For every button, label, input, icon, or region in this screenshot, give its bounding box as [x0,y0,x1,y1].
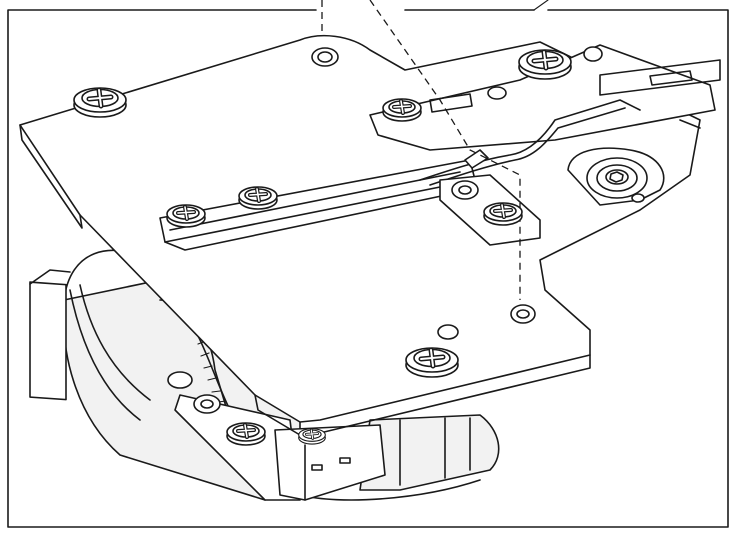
frame-border [7,9,729,528]
upper-bracket [369,44,721,151]
phillips-screw-icon [381,97,423,123]
phillips-screw-icon [406,348,458,377]
connector-block [274,424,386,501]
phillips-screw-icon [519,50,571,79]
phillips-screw-icon [297,427,327,446]
phillips-screw-icon [225,421,267,447]
phillips-screw-icon [482,201,524,227]
hex-socket-screw-icon [567,147,665,206]
spring-clip [419,99,641,186]
lower-bracket [174,394,301,501]
phillips-screw-icon [237,185,279,211]
phillips-screw-icon [165,203,207,229]
phillips-screw-icon [74,88,126,117]
